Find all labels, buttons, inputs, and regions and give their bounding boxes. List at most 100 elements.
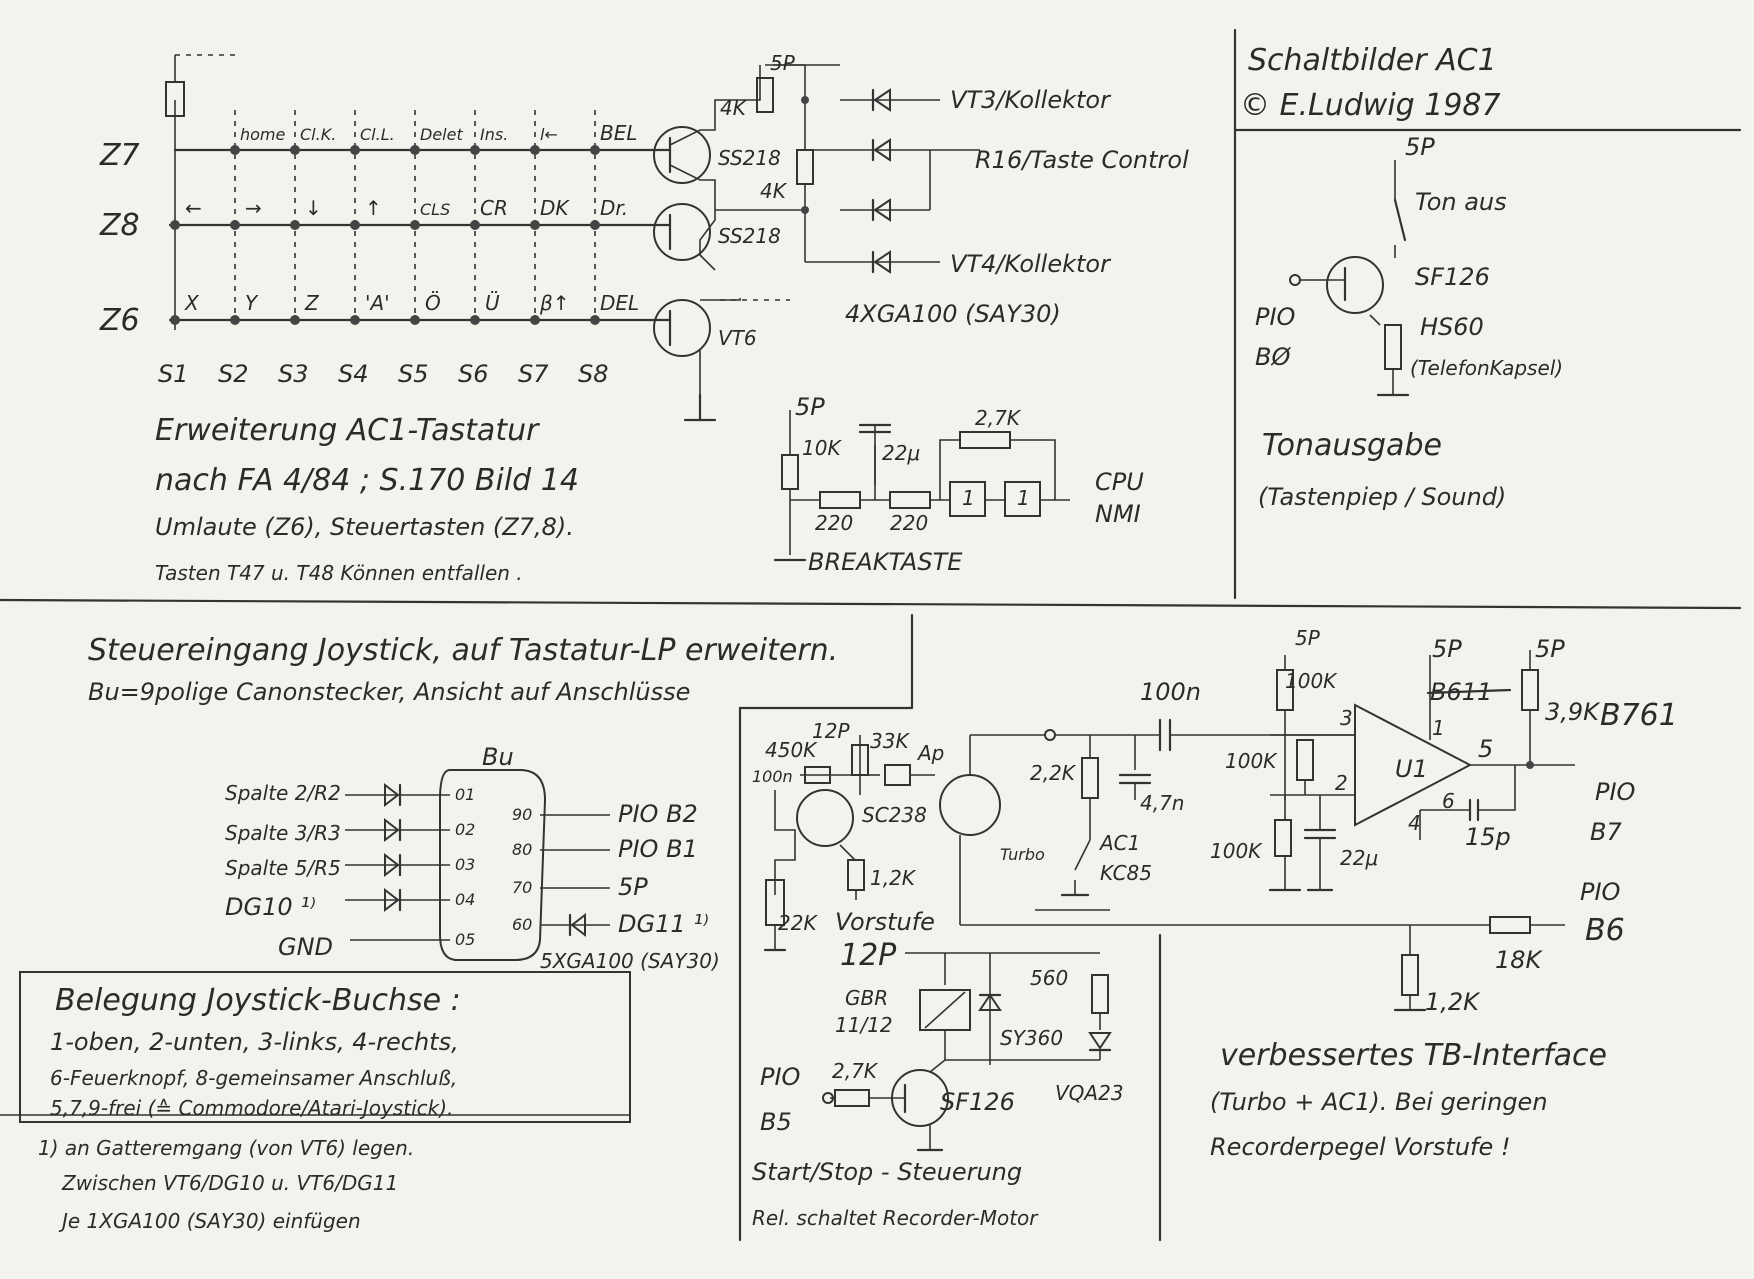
key-label: Cl.L. xyxy=(360,125,395,144)
key-label: home xyxy=(240,125,286,144)
preamp-transistor: SC238 xyxy=(862,803,927,827)
joystick-connector xyxy=(345,769,610,961)
key-label: Ü xyxy=(485,291,500,315)
joy-pin: 01 xyxy=(455,785,475,804)
break-label: BREAKTASTE xyxy=(808,548,963,576)
joystick-pinout-box xyxy=(19,971,631,1123)
joy-pin: 70 xyxy=(512,878,532,897)
tone-pio-1: PIO xyxy=(1255,303,1295,331)
key-label: BEL xyxy=(600,121,638,145)
key-label: ← xyxy=(185,196,202,220)
break-gate-2: 1 xyxy=(1017,486,1030,510)
row-label-z6: Z6 xyxy=(99,303,140,338)
kb-r2: 4K xyxy=(760,179,788,203)
tb-switch-2: AC1 xyxy=(1098,831,1140,855)
column-label: S8 xyxy=(578,360,609,388)
tb-caption-2: (Turbo + AC1). Bei geringen xyxy=(1210,1088,1548,1116)
column-label: S3 xyxy=(278,360,309,388)
column-label: S1 xyxy=(158,360,189,388)
tb-switch-3: KC85 xyxy=(1100,861,1152,885)
tb-r7: 1,2K xyxy=(1425,988,1481,1016)
key-label: Cl.K. xyxy=(300,125,336,144)
key-label: DEL xyxy=(600,291,639,315)
tb-pin: 5 xyxy=(1478,735,1493,763)
kb-diodes-note: 4XGA100 (SAY30) xyxy=(845,300,1061,328)
tb-out2-1: PIO xyxy=(1580,878,1620,906)
joy-right-1: PIO B2 xyxy=(618,800,698,828)
joy-pin: 60 xyxy=(512,915,532,934)
tone-capsule-2: (TelefonKapsel) xyxy=(1410,356,1563,380)
tb-c-in: 100n xyxy=(1140,678,1201,706)
preamp-c1: 100n xyxy=(752,767,793,786)
kb-r1: 4K xyxy=(720,96,748,120)
break-r4: 2,7K xyxy=(975,406,1022,430)
tb-pin: 4 xyxy=(1408,811,1421,835)
tone-caption-1: Tonausgabe xyxy=(1262,428,1442,463)
kb-transistor-1: SS218 xyxy=(718,146,781,170)
joy-box-title: Belegung Joystick-Buchse : xyxy=(55,983,461,1018)
kb-output-2: R16/Taste Control xyxy=(975,146,1189,174)
kb-transistor-2: SS218 xyxy=(718,224,781,248)
tone-switch: Ton aus xyxy=(1415,188,1507,216)
tb-pin: 6 xyxy=(1442,789,1455,813)
motor-r-base: 2,7K xyxy=(832,1059,879,1083)
tb-new-part: B761 xyxy=(1600,698,1678,733)
preamp-r1: 450K xyxy=(765,738,818,762)
motor-caption-2: Rel. schaltet Recorder-Motor xyxy=(752,1206,1039,1230)
row-label-z7: Z7 xyxy=(99,138,140,173)
column-label: S4 xyxy=(338,360,369,388)
preamp-r2: 33K xyxy=(870,729,910,753)
key-label: ↑ xyxy=(365,196,382,220)
tb-switch-1: Turbo xyxy=(1000,845,1045,864)
kb-supply: 5P xyxy=(770,51,796,75)
joy-footnote-3: Je 1XGA100 (SAY30) einfügen xyxy=(58,1209,361,1233)
tb-out1-1: PIO xyxy=(1595,778,1635,806)
joy-pin: 02 xyxy=(455,820,475,839)
kb-output-3: VT4/Kollektor xyxy=(950,250,1112,278)
joy-right-3: 5P xyxy=(618,873,648,901)
tb-supply-1: 5P xyxy=(1295,626,1321,650)
key-label: X xyxy=(184,291,200,315)
title-line2: © E.Ludwig 1987 xyxy=(1240,88,1501,123)
key-label: CLS xyxy=(420,200,450,219)
tb-pin: 3 xyxy=(1340,706,1353,730)
tone-pio-2: BØ xyxy=(1255,343,1291,371)
column-label: S5 xyxy=(398,360,429,388)
break-r3: 220 xyxy=(890,511,928,535)
tb-crossed-strike xyxy=(1426,688,1512,695)
key-label: l← xyxy=(540,125,558,144)
break-r1: 10K xyxy=(802,436,842,460)
kb-caption-1: Erweiterung AC1-Tastatur xyxy=(155,413,540,448)
key-label: ↓ xyxy=(305,196,322,220)
kb-caption-2: nach FA 4/84 ; S.170 Bild 14 xyxy=(155,463,579,498)
tb-supply-2: 5P xyxy=(1432,635,1462,663)
section-borders xyxy=(0,28,1742,1242)
key-label: Y xyxy=(245,291,259,315)
kb-caption-4: Tasten T47 u. T48 Können entfallen . xyxy=(155,561,523,585)
kb-output-1: VT3/Kollektor xyxy=(950,86,1112,114)
joy-pin: 05 xyxy=(455,930,475,949)
tone-caption-2: (Tastenpiep / Sound) xyxy=(1258,483,1506,511)
break-circuit xyxy=(773,410,1070,562)
tb-r6: 18K xyxy=(1495,946,1544,974)
motor-diode: SY360 xyxy=(1000,1026,1063,1050)
motor-transistor: SF126 xyxy=(940,1088,1015,1116)
motor-led: VQA23 xyxy=(1055,1081,1124,1105)
tb-r-in: 2,2K xyxy=(1030,761,1077,785)
break-r2: 220 xyxy=(815,511,853,535)
joy-connector-label: Bu xyxy=(482,743,514,771)
joy-left-3: Spalte 5/R5 xyxy=(225,856,341,880)
joy-left-1: Spalte 2/R2 xyxy=(225,781,341,805)
kb-caption-3: Umlaute (Z6), Steuertasten (Z7,8). xyxy=(155,513,574,541)
joy-pin: 04 xyxy=(455,890,475,909)
joy-box-line-3: 5,7,9-frei (≙ Commodore/Atari-Joystick). xyxy=(50,1096,453,1120)
tb-c-fb: 15p xyxy=(1465,823,1511,851)
joy-heading-1: Steuereingang Joystick, auf Tastatur-LP … xyxy=(88,633,838,668)
column-label: S2 xyxy=(218,360,249,388)
preamp-out: Ap xyxy=(916,741,944,765)
tb-out1-2: B7 xyxy=(1590,818,1622,846)
tb-c-in2: 4,7n xyxy=(1140,791,1184,815)
tb-r-bias3: 100K xyxy=(1210,839,1263,863)
key-label: Dr. xyxy=(600,196,628,220)
